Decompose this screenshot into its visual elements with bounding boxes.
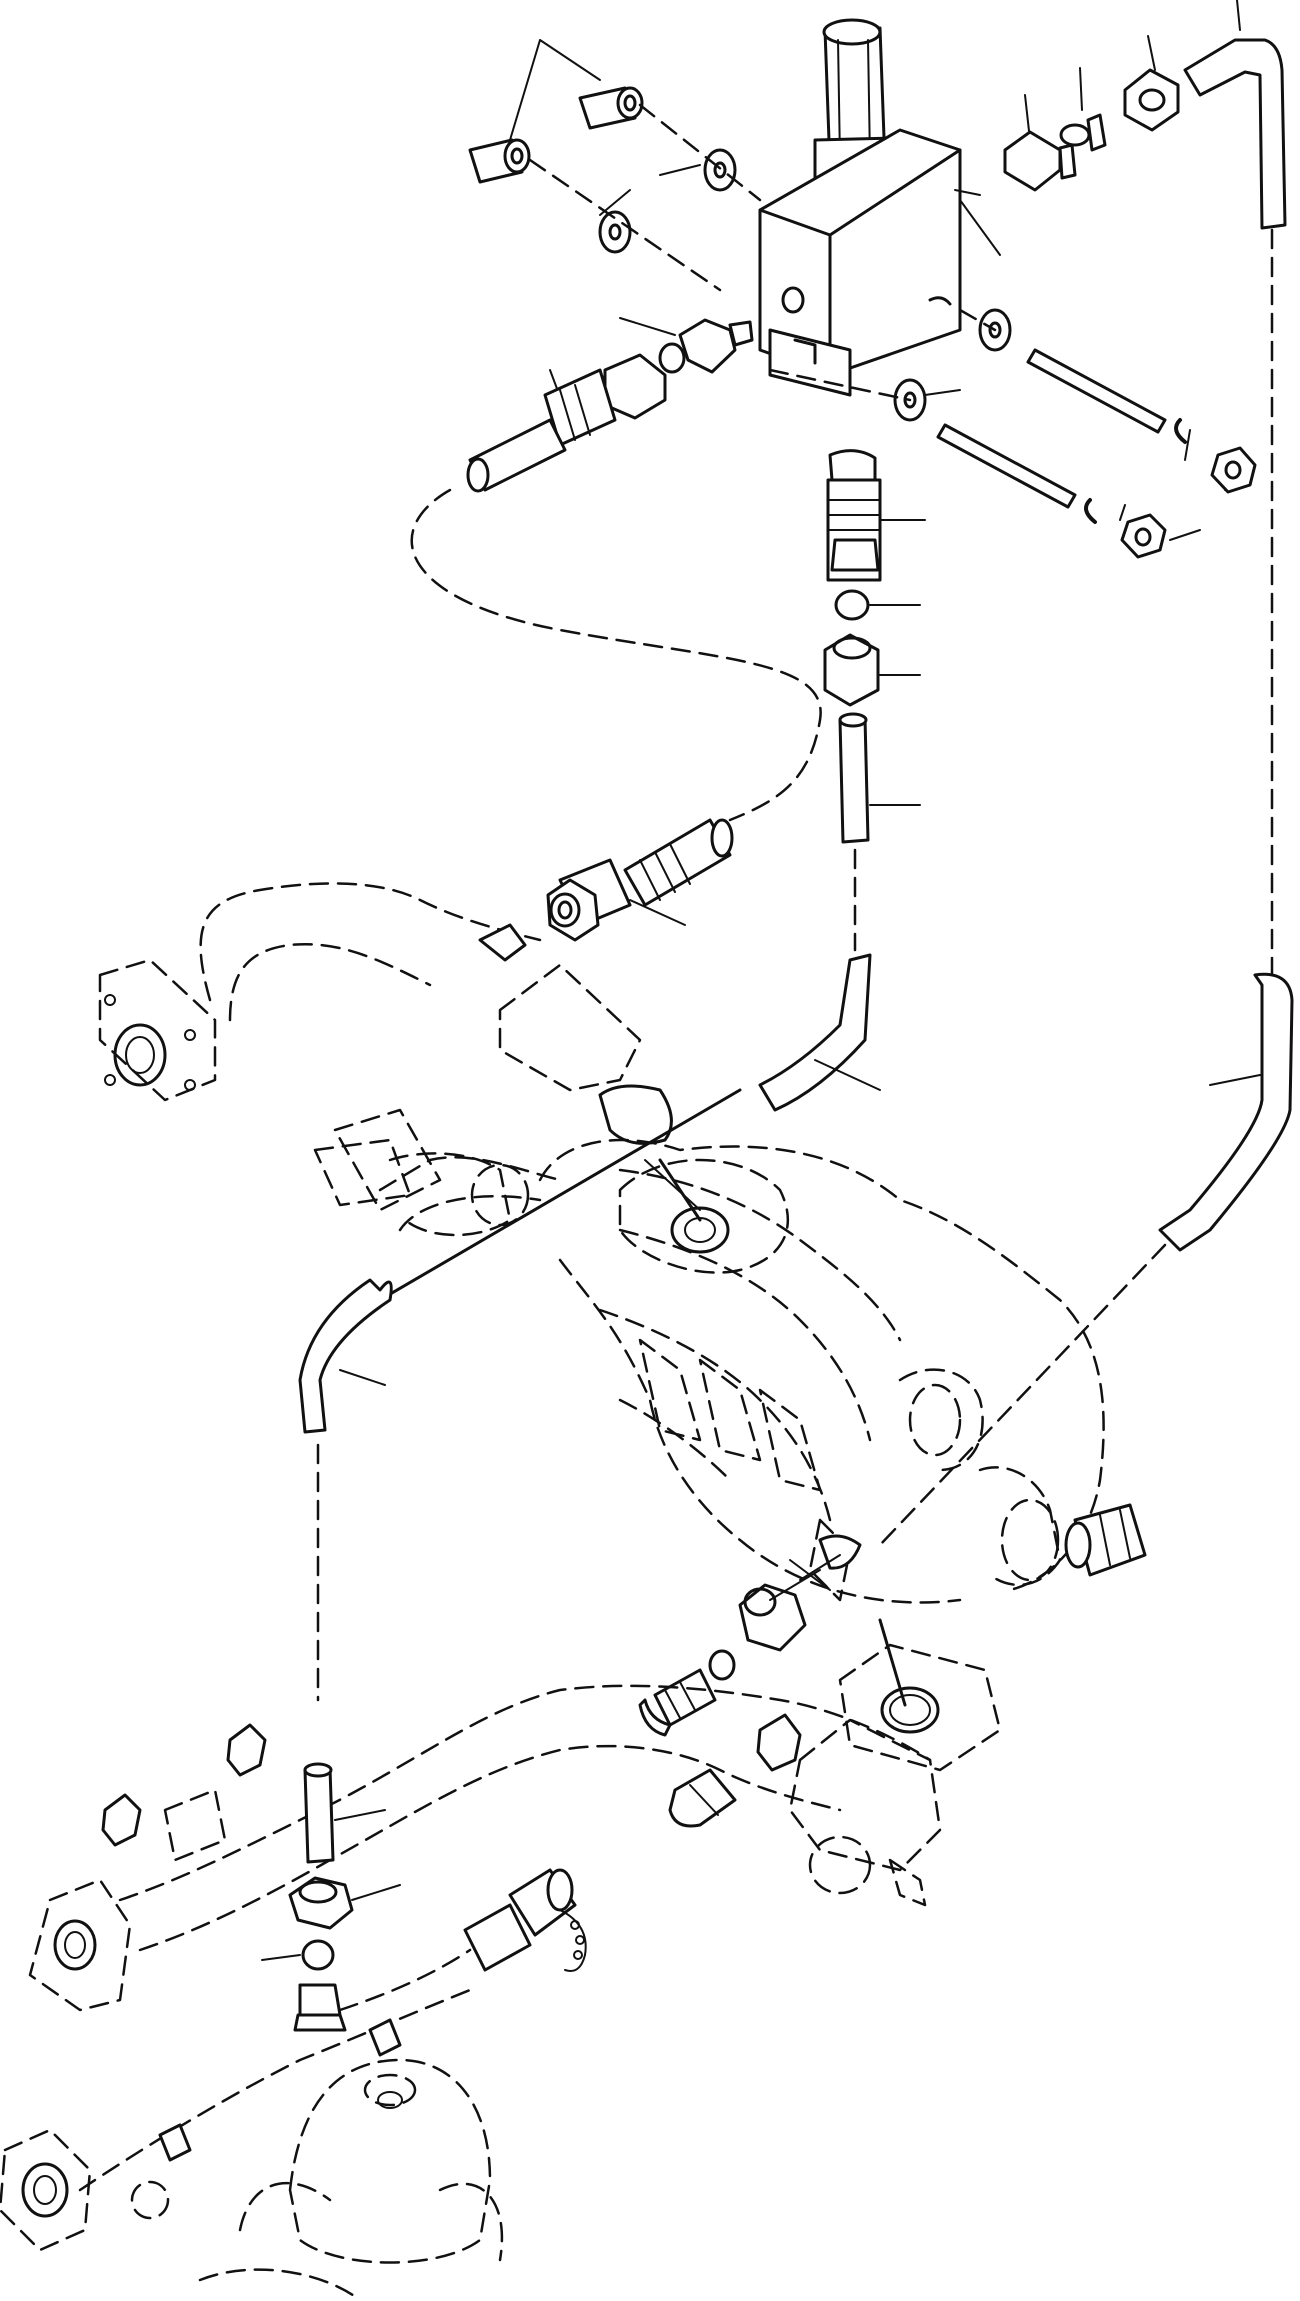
alignment-dashes-top <box>528 103 997 402</box>
washers-top <box>598 148 1012 422</box>
relief-valve-block <box>758 18 962 397</box>
bushings <box>468 86 644 184</box>
bottom-left-flange <box>0 2128 92 2252</box>
center-tube-leader <box>814 1059 881 1091</box>
leader-lines-lower <box>644 1159 831 1591</box>
coupler-hose <box>78 1868 587 2192</box>
center-fitting-stack <box>823 449 926 952</box>
left-flange-line <box>98 882 542 1102</box>
lower-center-fittings <box>638 1554 841 1737</box>
lower-left-stack <box>261 1762 401 2032</box>
valve-port-leader <box>658 1158 702 1222</box>
left-fittings-top <box>466 318 754 493</box>
right-curved-tube <box>1158 972 1294 1252</box>
studs-and-nuts <box>936 348 1257 559</box>
right-tube-dash <box>878 1243 1167 1547</box>
right-fittings <box>1003 38 1287 230</box>
hose-path-dashed <box>410 488 822 822</box>
middle-hose-assembly <box>546 818 734 942</box>
lower-pipes <box>28 1684 932 2012</box>
control-valve <box>313 1108 1147 1604</box>
right-tube-leader <box>1209 1074 1261 1086</box>
center-curved-tube <box>758 953 872 1112</box>
diagonal-leader-1 <box>378 1088 742 1302</box>
left-curved-tube <box>298 1278 393 1434</box>
bottom-fittings <box>130 2018 402 2220</box>
elbow-fitting <box>478 923 673 1145</box>
bottom-dome <box>198 2058 504 2301</box>
left-tube-leader <box>339 1369 386 1386</box>
pump-body <box>788 1618 1002 1907</box>
